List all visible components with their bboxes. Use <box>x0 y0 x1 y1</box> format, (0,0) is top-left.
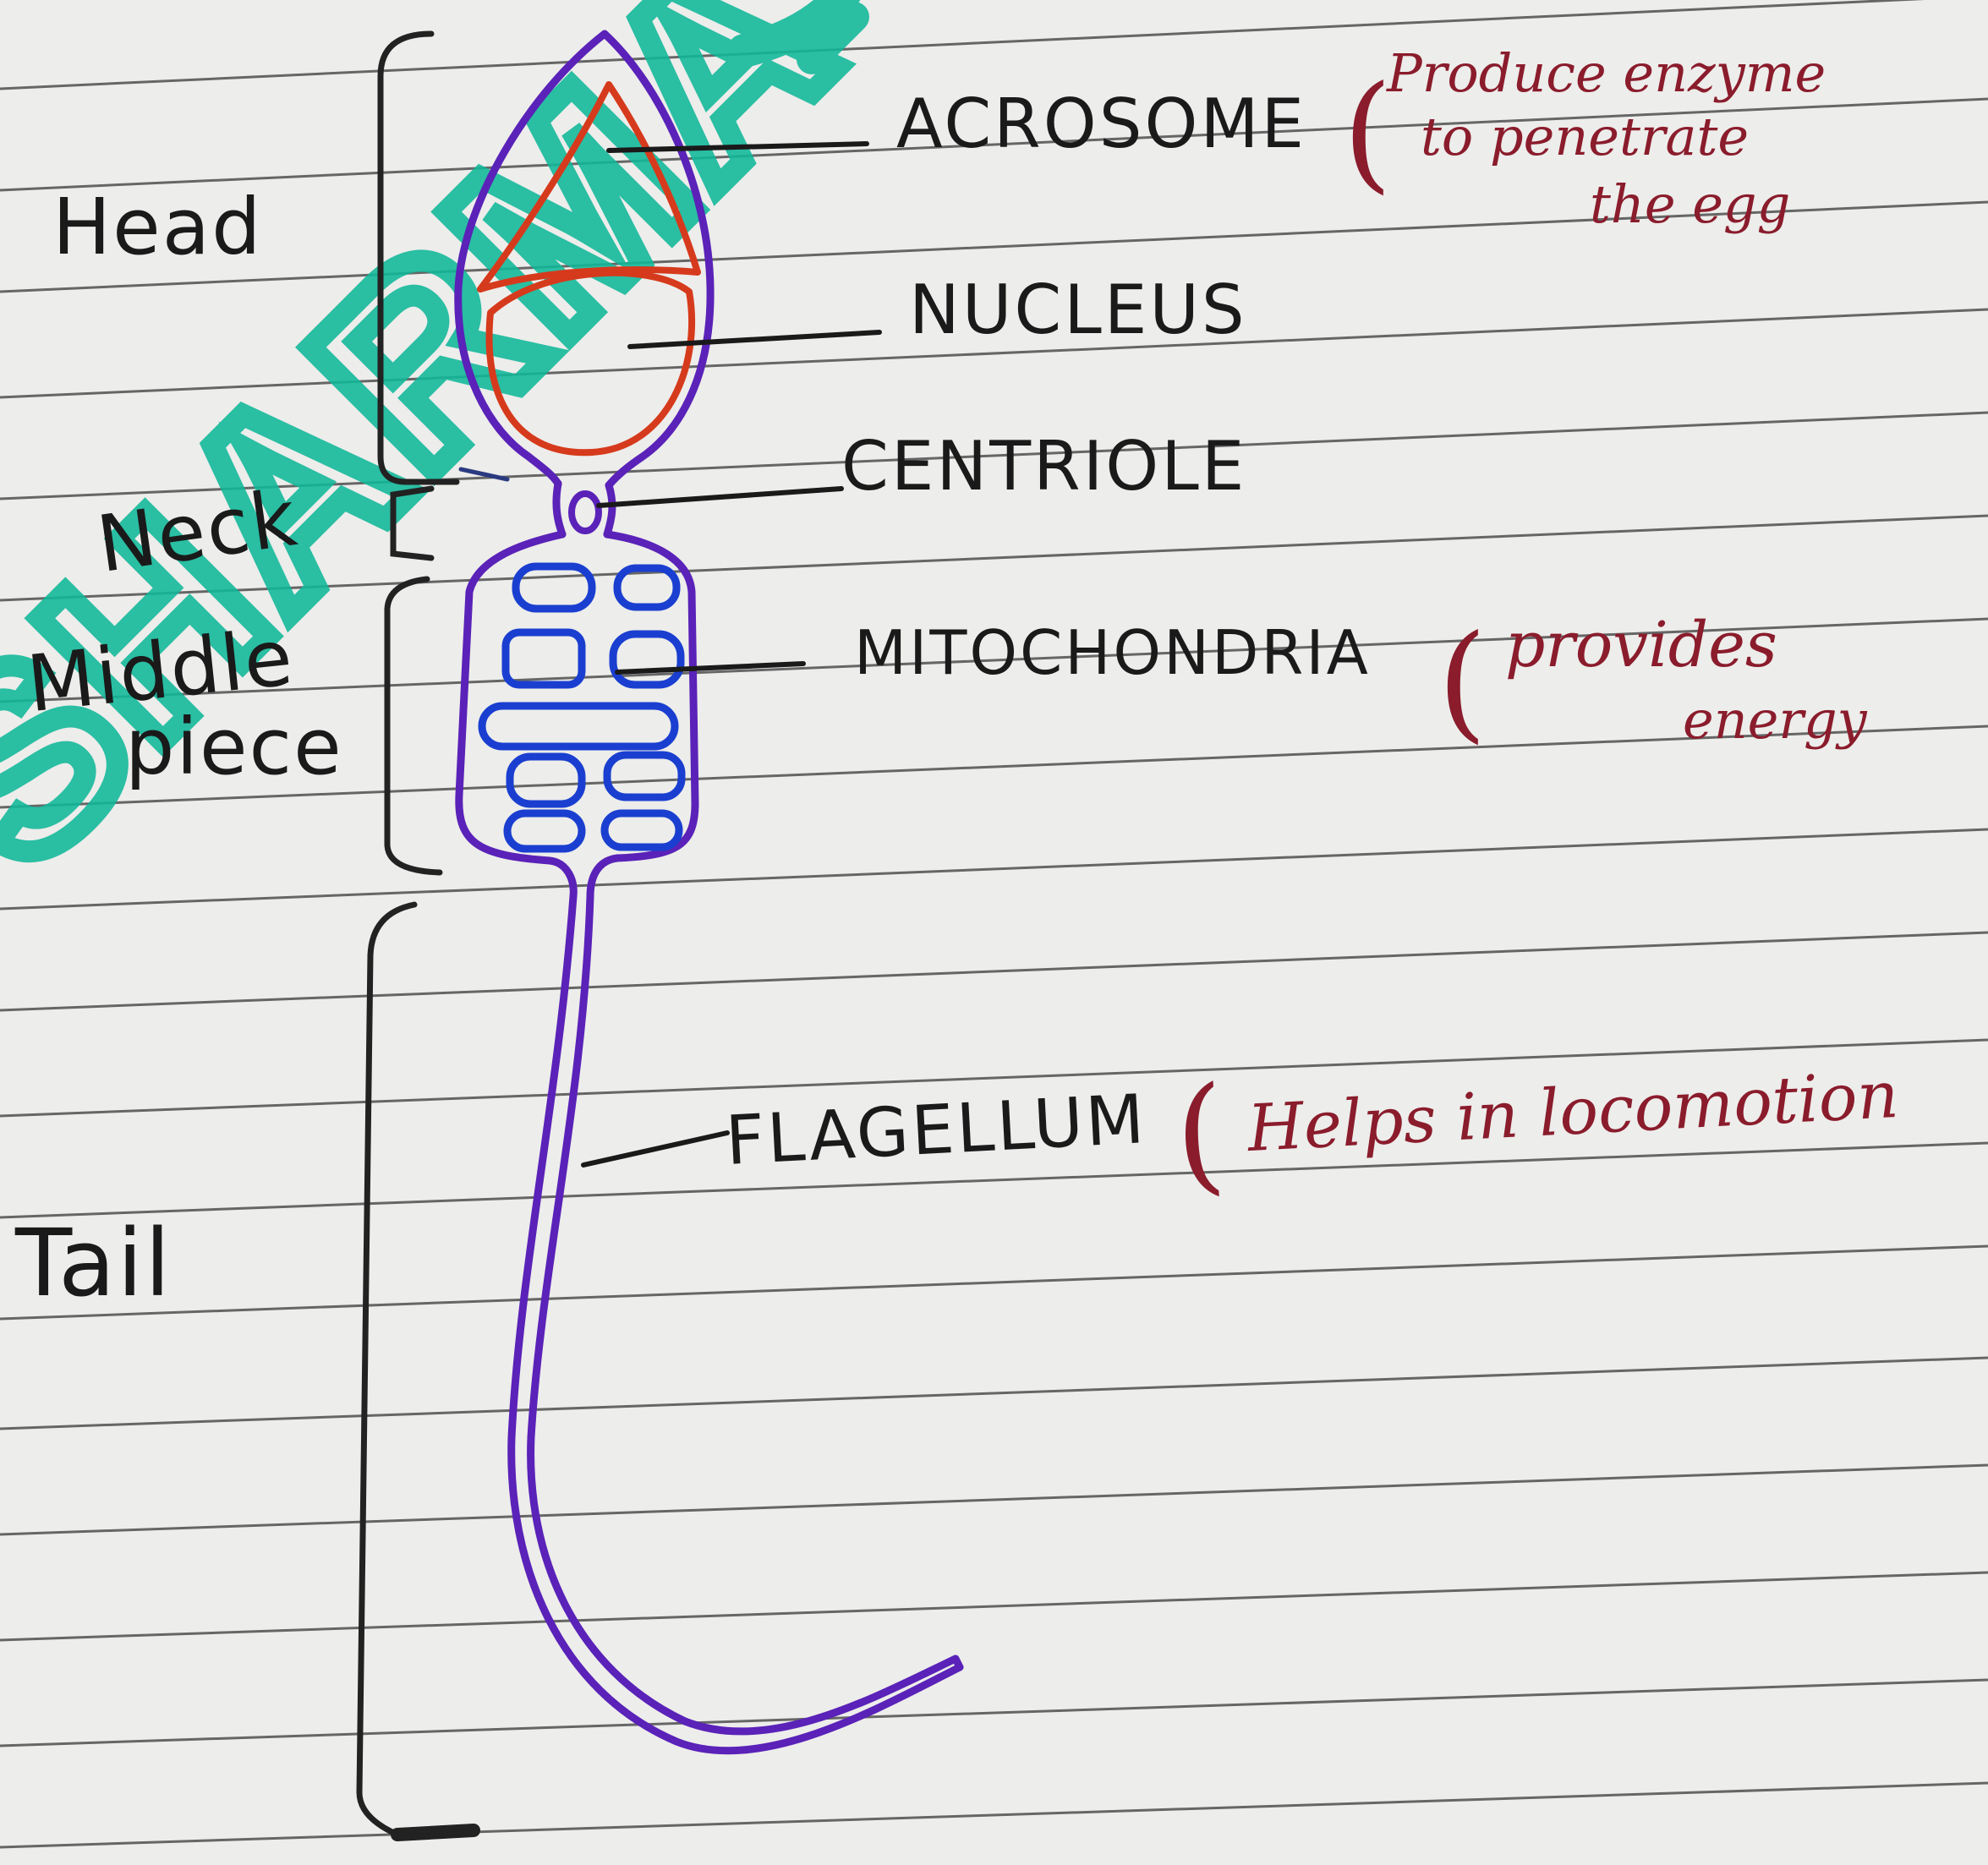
acrosome-note-open-paren: ( <box>1343 59 1393 206</box>
mitochondria-cluster <box>482 566 682 849</box>
ruled-line <box>0 1680 1988 1746</box>
mitochondria-note-line2: energy <box>1683 689 1867 751</box>
mitochondria-note-open-paren: ( <box>1438 609 1487 756</box>
centriole-label: CENTRIOLE <box>841 427 1246 506</box>
tail-bracket <box>359 905 414 1835</box>
ruled-line <box>0 1783 1988 1847</box>
middle-piece-label-line2: piece <box>125 702 343 792</box>
ruled-line <box>0 1358 1988 1429</box>
ruled-line <box>0 1246 1988 1319</box>
acrosome-label: ACROSOME <box>896 85 1306 163</box>
mitochondria-label: MITOCHONDRIA <box>854 617 1371 688</box>
acrosome-note-line1: Produce enzyme <box>1387 42 1826 104</box>
mitochondria-note-line1: provides <box>1505 609 1777 681</box>
acrosome-note-line3: the egg <box>1590 173 1790 235</box>
middle-piece-bracket <box>387 579 440 872</box>
ruled-line <box>0 829 1988 909</box>
ruled-line <box>0 1465 1988 1534</box>
ruled-line <box>0 932 1988 1010</box>
flagellum-inner <box>531 896 960 1731</box>
acrosome-note-line2: to penetrate <box>1421 106 1749 167</box>
ruled-line <box>0 1572 1988 1640</box>
centriole <box>572 494 599 531</box>
tail-label: Tail <box>15 1209 173 1317</box>
head-label: Head <box>52 182 263 272</box>
flagellum-note-open-paren: ( <box>1171 1060 1229 1210</box>
nucleus-label: NUCLEUS <box>909 271 1247 349</box>
